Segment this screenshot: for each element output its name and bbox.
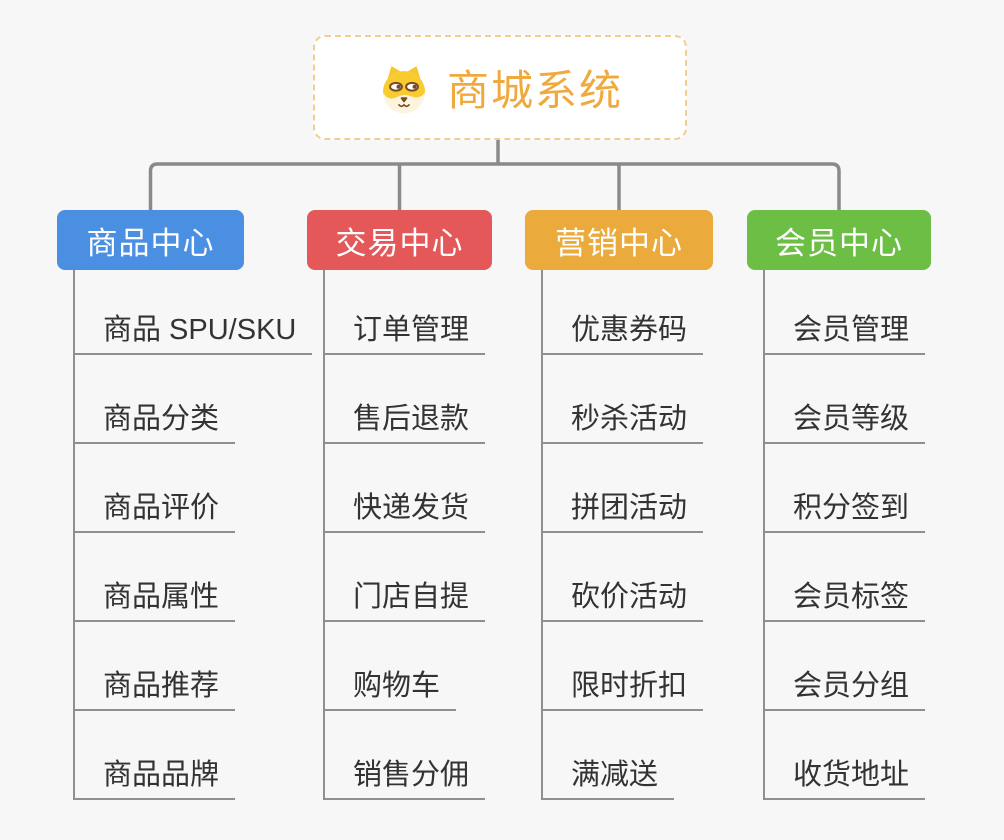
leaf-node-order-management[interactable]: 订单管理 (323, 309, 486, 355)
leaf-node-product-review[interactable]: 商品评价 (73, 487, 236, 533)
branch-node-trade-center[interactable]: 交易中心 (307, 210, 492, 270)
leaf-node-product-spu-sku[interactable]: 商品 SPU/SKU (73, 309, 313, 355)
leaf-node-shipping-address[interactable]: 收货地址 (763, 754, 926, 800)
branch-trunk-line (73, 270, 75, 800)
leaf-node-group-buy[interactable]: 拼团活动 (541, 487, 704, 533)
leaf-node-limited-time-discount[interactable]: 限时折扣 (541, 665, 704, 711)
leaf-node-full-reduction[interactable]: 满减送 (541, 754, 675, 800)
leaf-node-product-brand[interactable]: 商品品牌 (73, 754, 236, 800)
leaf-node-after-sale-refund[interactable]: 售后退款 (323, 398, 486, 444)
leaf-node-product-recommend[interactable]: 商品推荐 (73, 665, 236, 711)
leaf-node-express-delivery[interactable]: 快递发货 (323, 487, 486, 533)
branch-trunk-line (323, 270, 325, 800)
branch-node-product-center[interactable]: 商品中心 (57, 210, 244, 270)
leaf-node-product-attribute[interactable]: 商品属性 (73, 576, 236, 622)
leaf-node-store-pickup[interactable]: 门店自提 (323, 576, 486, 622)
leaf-node-product-category[interactable]: 商品分类 (73, 398, 236, 444)
leaf-node-sales-commission[interactable]: 销售分佣 (323, 754, 486, 800)
branch-node-marketing-center[interactable]: 营销中心 (525, 210, 713, 270)
root-node[interactable]: 商城系统 (313, 35, 687, 140)
leaf-node-member-tag[interactable]: 会员标签 (763, 576, 926, 622)
branch-trunk-line (541, 270, 543, 800)
leaf-node-points-checkin[interactable]: 积分签到 (763, 487, 926, 533)
root-title: 商城系统 (446, 67, 623, 114)
leaf-node-bargain-activity[interactable]: 砍价活动 (541, 576, 704, 622)
branch-node-member-center[interactable]: 会员中心 (747, 210, 931, 270)
outer-branch-line (148, 162, 841, 210)
branch-trunk-line (763, 270, 765, 800)
leaf-node-member-level[interactable]: 会员等级 (763, 398, 926, 444)
leaf-node-shopping-cart[interactable]: 购物车 (323, 665, 457, 711)
leaf-node-member-management[interactable]: 会员管理 (763, 309, 926, 355)
leaf-node-flash-sale[interactable]: 秒杀活动 (541, 398, 704, 444)
leaf-node-coupon-code[interactable]: 优惠券码 (541, 309, 704, 355)
shiba-dog-icon (377, 61, 431, 115)
leaf-node-member-group[interactable]: 会员分组 (763, 665, 926, 711)
